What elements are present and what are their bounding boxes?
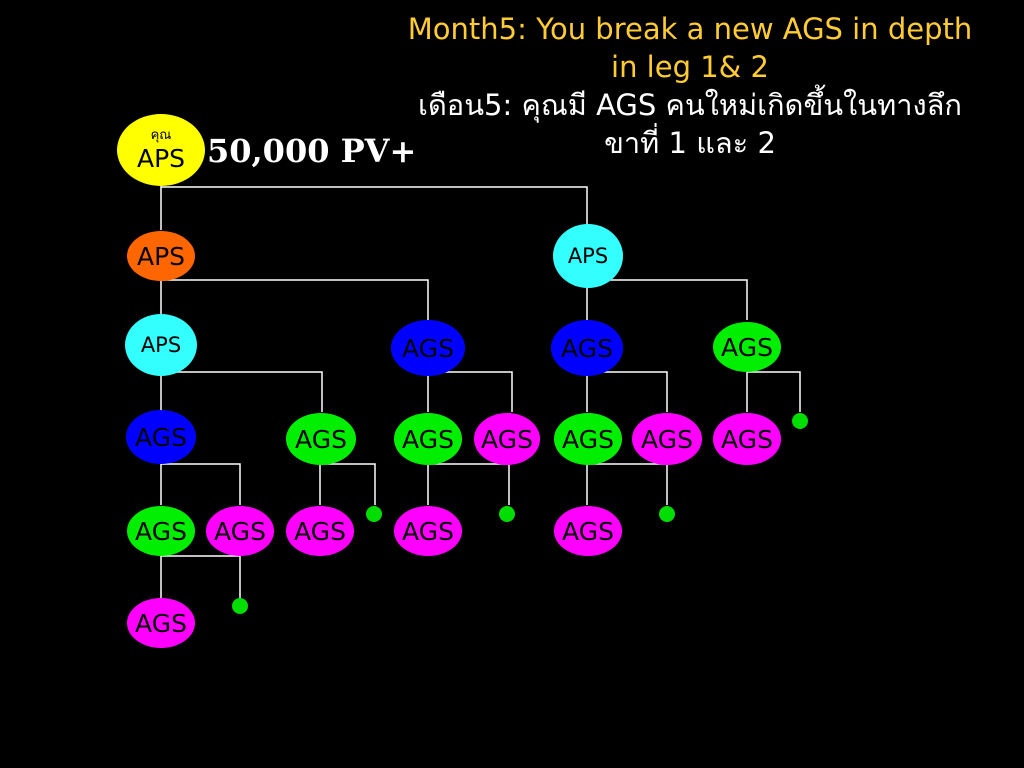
node-r4-ags-mag-c: AGS [713,413,781,465]
end-dot-l2-ags-green [792,413,808,429]
node-l2-ags-blue: AGS [551,320,623,376]
node-label: AGS [402,333,454,363]
end-dot-r4-green-b [499,506,515,522]
node-label: AGS [641,424,693,454]
node-label: AGS [135,608,187,638]
connector-l2-ags-green [746,371,801,412]
node-r5-ags-mag-a: AGS [206,506,274,556]
node-r5-ags-mag-c: AGS [394,506,462,556]
node-r4-ags-green-c: AGS [554,413,622,465]
node-r5-ags-green: AGS [127,506,195,556]
title-english-line2: in leg 1& 2 [611,50,769,84]
node-r5-ags-mag-b: AGS [286,506,354,556]
node-r4-ags-mag-b: AGS [632,413,702,465]
node-label: AGS [402,424,454,454]
end-dot-r5-green [232,598,248,614]
connector-r4-ags-blue [160,463,241,505]
title-thai-line2: ขาที่ 1 และ 2 [604,126,776,160]
node-label: AGS [561,333,613,363]
connector-leg2-aps [586,279,748,320]
node-root-label: APS [136,144,186,173]
end-dot-r4-green-c [659,506,675,522]
pv-volume-label: 50,000 PV+ [207,132,417,170]
node-label: AGS [562,424,614,454]
node-l1-aps2: APS [125,314,197,376]
node-l2-ags-green: AGS [713,322,781,372]
node-l1-ags-blue: AGS [391,320,465,376]
connector-r4-ags-green-c [586,463,668,505]
connector-l1-aps2 [160,371,323,412]
node-label: AGS [294,516,346,546]
node-label: APS [567,243,609,268]
title-english-line1: Month5: You break a new AGS in depth [407,12,973,46]
node-label: AGS [214,516,266,546]
node-label: AGS [295,424,347,454]
node-leg1-aps: APS [127,231,195,281]
node-label: AGS [562,516,614,546]
end-dot-r4-green-a [366,506,382,522]
node-root-you: คุณ APS [117,114,205,186]
connector-root [160,180,588,230]
node-label: AGS [135,422,187,452]
connector-r4-ags-green-a [319,463,376,505]
node-label: APS [136,241,186,271]
node-r6-ags-mag: AGS [127,598,195,648]
node-label: AGS [721,332,773,362]
node-label: AGS [481,424,533,454]
node-label: AGS [721,424,773,454]
connector-lines [160,180,801,598]
node-r4-ags-green-b: AGS [394,413,462,465]
node-label: AGS [135,516,187,546]
node-r5-ags-mag-d: AGS [554,506,622,556]
node-r4-ags-green-a: AGS [286,413,356,465]
connector-r4-ags-green-b [427,463,510,505]
title-thai-line1: เดือน5: คุณมี AGS คนใหม่เกิดขึ้นในทางลึก [418,88,962,122]
connector-leg1-aps [160,279,429,320]
node-r4-ags-blue: AGS [126,410,196,464]
slide-title: Month5: You break a new AGS in depth in … [380,10,1000,162]
node-label: APS [140,332,182,357]
node-r4-ags-mag-a: AGS [474,413,540,465]
connector-l2-ags-blue [586,371,668,412]
node-leg2-aps: APS [553,224,623,288]
connector-l1-ags-blue [427,371,513,412]
node-root-sublabel: คุณ [150,128,172,143]
connector-r5-ags-green [160,555,241,598]
node-label: AGS [402,516,454,546]
